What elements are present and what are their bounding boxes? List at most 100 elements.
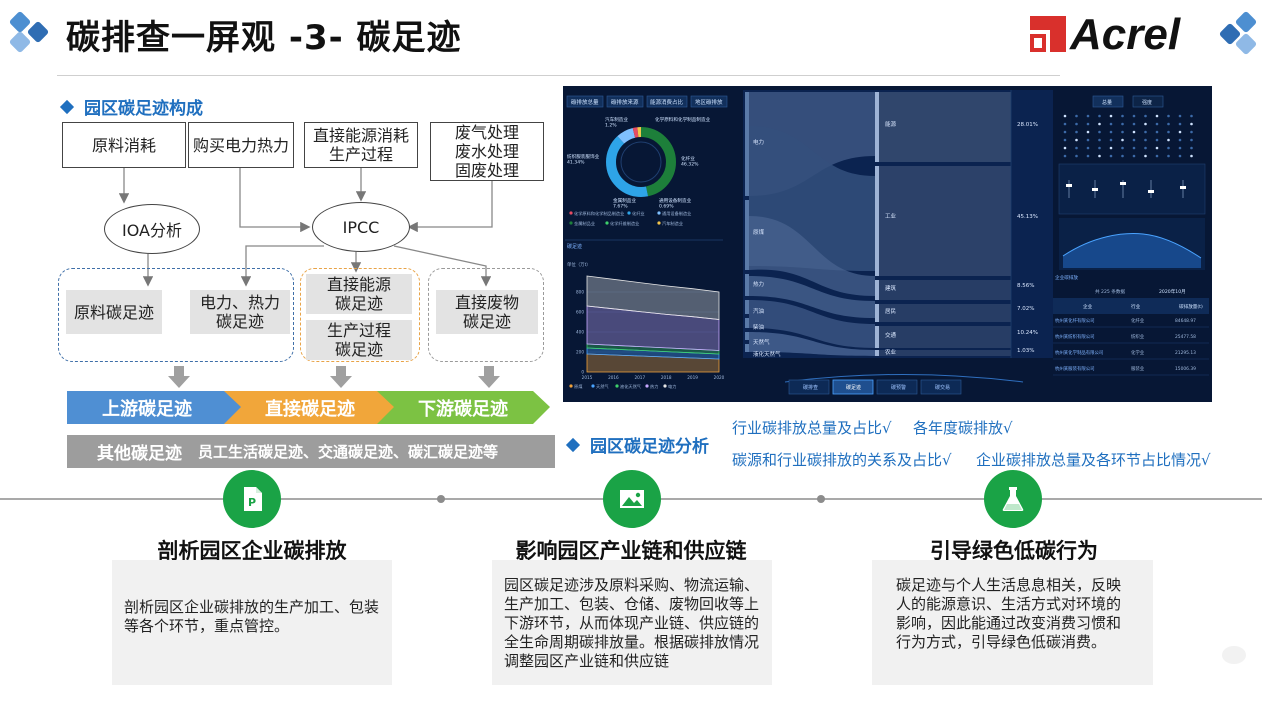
ranking-subtitle: 共 225 条数据: [1095, 288, 1125, 295]
sankey-target-label: 农业: [885, 348, 897, 356]
dash-bottom-tab-active[interactable]: 碳足迹: [846, 384, 861, 391]
indicator-dot: [1109, 122, 1113, 126]
indicator-dot: [1178, 138, 1182, 142]
indicator-dot: [1178, 154, 1182, 158]
method-ioa: IOA分析: [104, 204, 200, 254]
downstream-group: [428, 268, 544, 362]
sankey-source-label: 电力: [753, 138, 764, 146]
column-card: 剖析园区企业碳排放的生产加工、包装等各个环节，重点管控。: [112, 560, 392, 685]
ranking-cell-value: 21295.13: [1175, 350, 1196, 356]
down-arrow-icon: [168, 366, 190, 388]
logo-mark-icon: [1030, 16, 1066, 52]
sankey-source-label: 汽油: [753, 307, 765, 315]
indicator-dot: [1167, 146, 1170, 150]
donut-legend-item: 化学原料和化学制品制造业: [574, 210, 624, 217]
section-composition-label: 园区碳足迹构成: [84, 99, 203, 119]
column-title: 剖析园区企业碳排放: [157, 539, 347, 563]
column-title: 影响园区产业链和供应链: [515, 539, 747, 563]
donut-legend-item: 金属制品业: [574, 220, 595, 227]
dash-right-tab[interactable]: 总量: [1102, 99, 1112, 106]
sankey-target-label: 工业: [885, 212, 897, 220]
indicator-dot: [1167, 138, 1170, 142]
indicator-dot: [1167, 114, 1170, 118]
indicator-dot: [1190, 138, 1193, 142]
ranking-cell-company: 杭州某纺织有限公司: [1055, 333, 1095, 340]
indicator-dot: [1155, 114, 1159, 118]
document-icon: P: [244, 487, 262, 511]
dash-top-tab[interactable]: 能源消费占比: [650, 98, 684, 106]
dash-bottom-tab[interactable]: 碳交易: [935, 384, 950, 391]
analysis-note: 企业碳排放总量及各环节占比情况√: [976, 451, 1211, 469]
indicator-dot: [1132, 122, 1136, 126]
footprint-label: 直接废物 碳足迹: [454, 293, 519, 331]
sankey-target-label: 能源: [885, 120, 897, 128]
indicator-dot: [1063, 130, 1067, 134]
analysis-note: 各年度碳排放√: [913, 419, 1013, 437]
trend-series-area: [586, 275, 720, 320]
sankey-source-label: 柴油: [753, 323, 765, 331]
sankey-target-label: 居民: [885, 308, 897, 315]
indicator-dot: [1155, 138, 1159, 142]
footprint-raw: 原料碳足迹: [66, 290, 162, 334]
indicator-dot: [1098, 122, 1101, 126]
ranking-cell-industry: 化纤业: [1131, 317, 1145, 324]
ranking-cell-industry: 服装业: [1131, 365, 1145, 372]
connector-arrow: [239, 168, 311, 233]
indicator-dot: [1075, 122, 1078, 126]
column-card: 碳足迹与个人生活息息相关，反映人的能源意识、生活方式对环境的影响，因此能通过改变…: [872, 560, 1153, 685]
indicator-dot: [1086, 154, 1090, 158]
donut-label: 化学原料和化学制品制造业: [655, 116, 711, 123]
source-direct-energy: 直接能源消耗 生产过程: [304, 122, 418, 168]
dash-right-tab[interactable]: 强度: [1142, 99, 1152, 106]
dash-top-tab[interactable]: 碳排放总量: [571, 98, 599, 106]
other-footprint-label: 其他碳足迹: [97, 444, 182, 464]
sankey-target-label: 交通: [885, 331, 897, 339]
connector-arrow: [407, 181, 493, 233]
indicator-dot: [1109, 154, 1113, 158]
image-icon: [620, 490, 644, 508]
industry-donut-chart: [606, 127, 676, 197]
method-label: IPCC: [342, 217, 380, 237]
ranking-cell-company: 杭州某服装有限公司: [1055, 365, 1095, 372]
indicator-dot: [1121, 146, 1124, 150]
indicator-dot: [1063, 138, 1067, 142]
dash-bottom-tab[interactable]: 碳排查: [803, 384, 818, 391]
donut-legend-item: 化纤业: [632, 210, 645, 217]
trend-y-tick: 200: [576, 350, 584, 355]
stream-downstream: 下游碳足迹: [418, 398, 508, 420]
source-label: 原料消耗: [91, 135, 156, 155]
indicator-dot: [1063, 154, 1067, 158]
trend-legend-item: 液化天然气: [620, 383, 642, 390]
dash-top-tab[interactable]: 地区碳排放: [695, 98, 723, 106]
svg-text:P: P: [248, 496, 256, 509]
indicator-dot: [1075, 146, 1078, 150]
column-body: 剖析园区企业碳排放的生产加工、包装等各个环节，重点管控。: [124, 598, 380, 635]
trend-x-tick: 2017: [634, 375, 645, 380]
dash-top-tab[interactable]: 碳排放来源: [611, 98, 639, 106]
indicator-dot: [1178, 130, 1182, 134]
footprint-process: 生产过程 碳足迹: [306, 320, 412, 360]
ranking-header: 企业: [1083, 303, 1093, 310]
sankey-target-pct: 1.03%: [1017, 348, 1034, 354]
ranking-cell-company: 杭州某化学制品有限公司: [1055, 349, 1103, 356]
upstream-group: [58, 268, 294, 362]
ranking-date[interactable]: 2020年10月: [1159, 288, 1186, 295]
indicator-dot: [1132, 138, 1136, 142]
section-composition: 园区碳足迹构成: [59, 94, 203, 119]
dash-bottom-tab[interactable]: 碳预警: [891, 384, 906, 391]
sankey-source-label: 天然气: [753, 338, 770, 346]
analysis-note: 行业碳排放总量及占比√: [732, 419, 892, 437]
footprint-power: 电力、热力 碳足迹: [190, 290, 290, 334]
method-ipcc: IPCC: [312, 202, 410, 252]
section-analysis-label: 园区碳足迹分析: [590, 437, 709, 457]
down-arrow-icon: [478, 366, 500, 388]
page-indicator[interactable]: [1222, 646, 1246, 664]
indicator-dot: [1098, 114, 1101, 118]
indicator-dot: [1144, 122, 1147, 126]
indicator-dot: [1109, 114, 1113, 118]
sankey-source-label: 液化天然气: [753, 350, 781, 358]
trend-title: 碳足迹: [567, 243, 582, 250]
